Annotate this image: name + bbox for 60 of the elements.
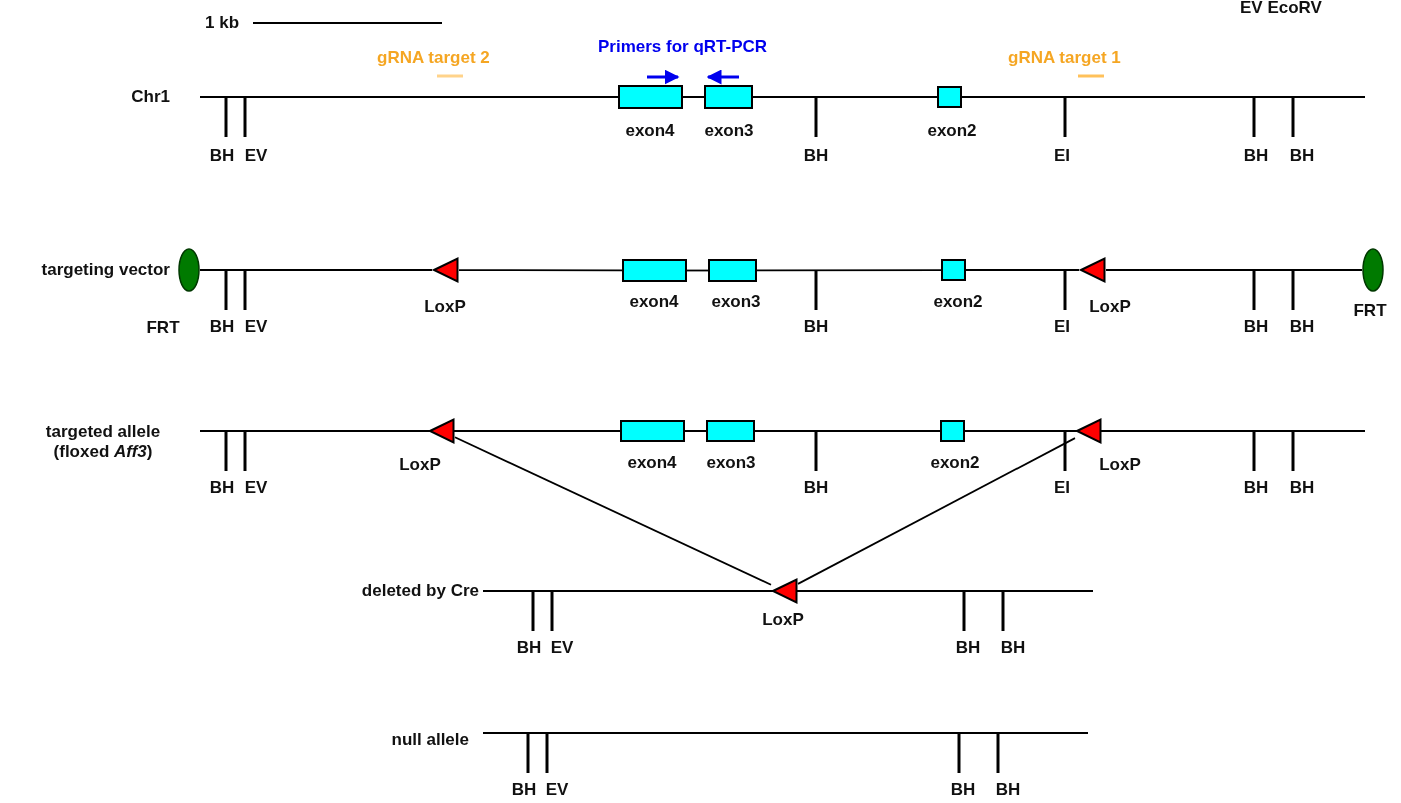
exon-label: exon4 [627, 453, 677, 473]
exon-label: exon3 [706, 453, 756, 473]
restriction-site-label: BH [1243, 146, 1269, 166]
restriction-site-label: BH [803, 478, 829, 498]
frt-label: FRT [146, 318, 180, 338]
restriction-site-label: BH [1289, 478, 1315, 498]
connector-line [199, 269, 433, 271]
exon-label: exon2 [930, 453, 980, 473]
restriction-site-label: BH [209, 146, 235, 166]
restriction-site-label: BH [209, 478, 235, 498]
connector-line [965, 269, 1080, 271]
exon-label: exon2 [933, 292, 983, 312]
connector-line [686, 269, 709, 272]
restriction-site-label: BH [1243, 478, 1269, 498]
connector-line [756, 269, 942, 272]
restriction-site-label: BH [955, 638, 981, 658]
restriction-site-label: EV [244, 317, 268, 337]
connector-line [1105, 269, 1363, 271]
restriction-site-label: BH [511, 780, 537, 800]
loxp-label: LoxP [1099, 455, 1141, 475]
restriction-site-label: BH [516, 638, 542, 658]
restriction-site-label: BH [1000, 638, 1026, 658]
restriction-site-label: EI [1053, 146, 1071, 166]
restriction-site-label: EV [244, 478, 268, 498]
frt-label: FRT [1353, 301, 1387, 321]
grna-target-label: gRNA target 2 [377, 48, 490, 68]
loxp-label: LoxP [399, 455, 441, 475]
connector-line [454, 436, 772, 586]
restriction-site-label: EV [550, 638, 574, 658]
restriction-site-label: BH [1243, 317, 1269, 337]
loxp-label: LoxP [424, 297, 466, 317]
restriction-site-label: BH [1289, 317, 1315, 337]
restriction-site-label: EI [1053, 478, 1071, 498]
scale-label: 1 kb [205, 13, 240, 33]
exon-label: exon2 [927, 121, 977, 141]
exon-label: exon4 [629, 292, 679, 312]
loxp-label: LoxP [1089, 297, 1131, 317]
allele-name: targeting vector [41, 260, 170, 280]
allele-name: deleted by Cre [361, 581, 479, 601]
restriction-site-label: EV [545, 780, 569, 800]
connector-line [458, 269, 623, 272]
restriction-site-label: BH [950, 780, 976, 800]
enzyme-key-label: EV EcoRV [1240, 0, 1322, 18]
allele-name: targeted allele (floxed Aff3) [44, 422, 162, 462]
loxp-label: LoxP [762, 610, 804, 630]
restriction-site-label: BH [995, 780, 1021, 800]
allele-name: Chr1 [131, 87, 170, 107]
exon-label: exon3 [704, 121, 754, 141]
primer-label: Primers for qRT-PCR [598, 37, 768, 57]
exon-label: exon3 [711, 292, 761, 312]
grna-target-label: gRNA target 1 [1008, 48, 1121, 68]
exon-label: exon4 [625, 121, 675, 141]
allele-name: null allele [391, 730, 469, 750]
restriction-site-label: BH [1289, 146, 1315, 166]
restriction-site-label: BH [803, 317, 829, 337]
restriction-site-label: EI [1053, 317, 1071, 337]
restriction-site-label: BH [803, 146, 829, 166]
restriction-site-label: BH [209, 317, 235, 337]
connector-line [797, 437, 1076, 585]
restriction-site-label: EV [244, 146, 268, 166]
